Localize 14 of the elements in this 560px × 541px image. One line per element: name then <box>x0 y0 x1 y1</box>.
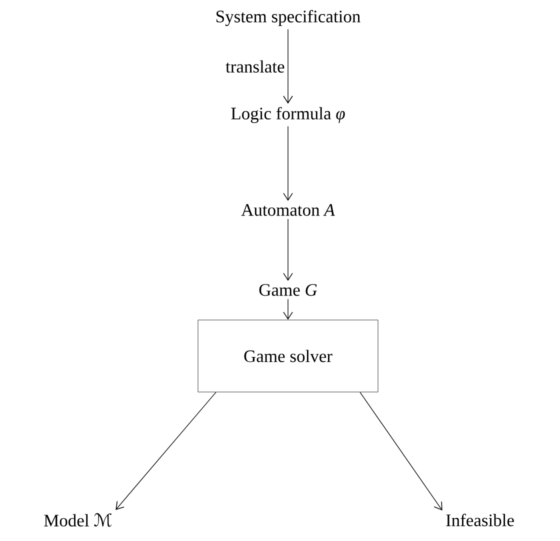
result-text: Infeasible <box>446 514 514 526</box>
process-box: Game solver <box>198 320 378 392</box>
arrow <box>283 298 293 320</box>
arrow <box>283 218 293 281</box>
stage-text: Automaton A <box>241 204 335 216</box>
arrow <box>360 392 442 511</box>
spec-text: System specification <box>216 10 360 26</box>
stage-text: Logic formula φ <box>231 106 345 124</box>
arrow <box>283 126 293 201</box>
arrow <box>116 392 216 510</box>
arrow <box>283 28 293 104</box>
edge-label: translate <box>226 60 284 73</box>
stage-text: Game G <box>259 284 318 296</box>
result-text: Model ℳ <box>44 513 112 527</box>
